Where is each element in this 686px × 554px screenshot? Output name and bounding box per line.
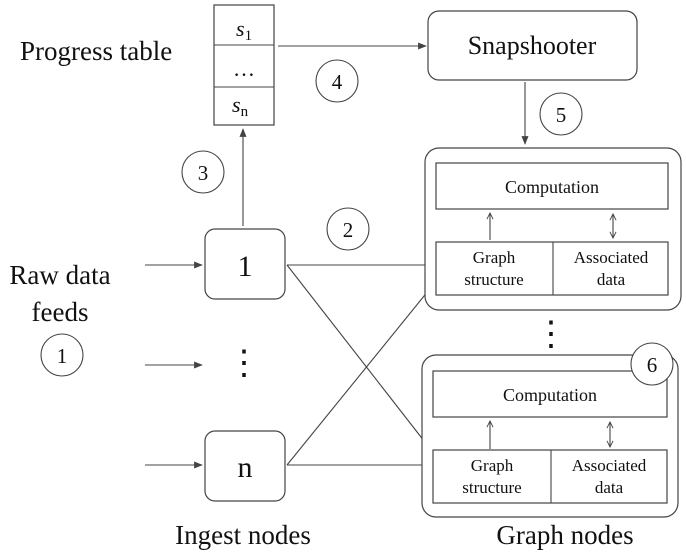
svg-text:Computation: Computation	[503, 385, 597, 405]
graph-node-1-computation	[435, 162, 669, 210]
svg-text:2: 2	[343, 218, 354, 242]
svg-text:n: n	[238, 451, 253, 484]
edge-1-to-graph-2	[286, 264, 436, 456]
ingest-ellipsis: ⋮	[227, 345, 261, 382]
graph-node-1-structure-l2: structure	[464, 270, 523, 289]
edge-n-to-graph-1	[286, 279, 438, 466]
graph-node-1-structure-l1: Graph	[473, 248, 516, 267]
svg-text:3: 3	[198, 161, 209, 185]
graph-node-1-data-l1: Associated	[574, 248, 649, 267]
progress-row-ellipsis: …	[233, 56, 255, 81]
snapshooter-label: Snapshooter	[468, 31, 597, 60]
svg-text:Computation: Computation	[505, 177, 599, 197]
graph-node-2-data-l1: Associated	[572, 456, 647, 475]
graph-ellipsis: ⋮	[534, 316, 568, 353]
svg-text:5: 5	[556, 103, 567, 127]
step-circle-5: 5	[539, 92, 583, 136]
progress-row-s1: s1	[236, 16, 252, 44]
raw-data-feeds-label-line1: Raw data	[9, 260, 110, 290]
step-circle-3: 3	[181, 150, 225, 194]
progress-table-frame	[213, 4, 275, 126]
snapshooter-box: Snapshooter	[427, 10, 638, 81]
progress-table-label: Progress table	[20, 36, 172, 66]
graph-nodes-label: Graph nodes	[496, 520, 633, 550]
ingest-node-n: n	[204, 430, 286, 502]
svg-text:4: 4	[332, 70, 343, 94]
graph-node-1: Computation Graph structure Associated d…	[424, 147, 682, 311]
progress-table: s1 … sn	[213, 4, 275, 126]
graph-node-2: Computation Graph structure Associated d…	[421, 354, 679, 518]
graph-node-1-data-l2: data	[597, 270, 626, 289]
graph-node-2-computation	[432, 370, 668, 418]
step-circle-1: 1	[40, 333, 84, 377]
raw-data-feeds-label-line2: feeds	[32, 297, 89, 327]
svg-text:1: 1	[57, 344, 68, 368]
ingest-nodes-label: Ingest nodes	[175, 520, 311, 550]
progress-row-sn: sn	[232, 92, 249, 120]
ingest-node-1: 1	[204, 228, 286, 300]
step-circle-2: 2	[326, 207, 370, 251]
step-circle-6: 6	[630, 342, 674, 386]
svg-text:6: 6	[647, 353, 658, 377]
graph-node-2-data-l2: data	[595, 478, 624, 497]
svg-text:1: 1	[238, 250, 253, 283]
step-circle-4: 4	[315, 59, 359, 103]
graph-node-2-structure-l2: structure	[462, 478, 521, 497]
graph-node-2-structure-l1: Graph	[471, 456, 514, 475]
